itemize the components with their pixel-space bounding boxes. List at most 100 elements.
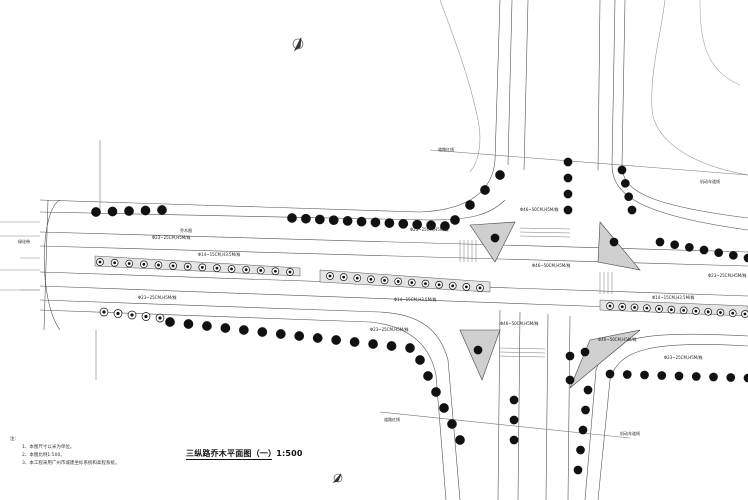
tree-symbol bbox=[576, 445, 585, 455]
tree-symbol bbox=[439, 403, 449, 413]
tree-symbol bbox=[342, 216, 353, 226]
tree-symbol-core bbox=[171, 264, 175, 268]
label-mark-e: 道路红线 bbox=[384, 417, 400, 422]
tree-symbol bbox=[509, 395, 519, 405]
tree-symbol bbox=[563, 173, 573, 183]
tree-symbol bbox=[447, 419, 457, 429]
tree-symbols bbox=[91, 157, 748, 475]
tree-symbol bbox=[412, 219, 423, 230]
tree-symbol-core bbox=[98, 260, 102, 264]
tree-symbol-core bbox=[142, 262, 146, 266]
tree-symbol bbox=[581, 405, 590, 415]
label-tree-c-1: Φ46~50CM,H5M/株 bbox=[520, 207, 559, 212]
notes-header: 注： bbox=[10, 437, 19, 442]
tree-symbol bbox=[356, 216, 367, 227]
tree-symbol-core bbox=[633, 306, 636, 309]
label-mark-a: 乔木图 bbox=[180, 228, 192, 233]
tree-symbol bbox=[490, 233, 500, 243]
tree-symbol bbox=[565, 351, 575, 361]
tree-symbol-core bbox=[478, 286, 482, 290]
tree-symbol-core bbox=[342, 275, 346, 279]
tree-symbol bbox=[684, 242, 694, 252]
tree-symbol bbox=[743, 253, 748, 263]
tree-symbol bbox=[609, 237, 619, 247]
tree-symbol bbox=[709, 372, 718, 382]
tree-symbol-core bbox=[127, 262, 131, 265]
tree-symbol bbox=[605, 369, 615, 379]
tree-symbol-core bbox=[743, 312, 747, 316]
tree-symbol bbox=[473, 345, 483, 355]
tree-symbol bbox=[384, 218, 395, 228]
tree-symbol-core bbox=[273, 269, 277, 273]
tree-symbol bbox=[563, 189, 573, 199]
tree-symbol bbox=[670, 240, 680, 250]
tree-symbol bbox=[563, 157, 573, 167]
tree-symbol-core bbox=[719, 311, 722, 314]
tree-symbol bbox=[140, 205, 151, 216]
tree-symbol bbox=[450, 215, 460, 225]
tree-symbol bbox=[157, 205, 167, 215]
tree-symbol-core bbox=[608, 304, 612, 308]
tree-symbol-core bbox=[158, 316, 162, 320]
tree-symbol bbox=[640, 370, 649, 380]
tree-symbol bbox=[465, 200, 475, 210]
tree-symbol bbox=[583, 385, 593, 395]
tree-symbol bbox=[368, 339, 378, 349]
tree-symbol bbox=[565, 375, 575, 385]
tree-symbol-core bbox=[102, 310, 106, 314]
tree-symbol bbox=[743, 373, 748, 383]
label-mark-d: 绿化带 bbox=[18, 239, 30, 244]
label-tree-b-3: Φ14~15CM,H3.5M/株 bbox=[652, 295, 695, 300]
tree-symbol-core bbox=[731, 311, 735, 315]
tree-symbol-core bbox=[620, 305, 624, 309]
tree-symbol bbox=[426, 220, 436, 231]
tree-symbol bbox=[627, 205, 637, 215]
label-tree-a-2: Φ23~25CM,H5M/株 bbox=[138, 295, 177, 300]
tree-symbol bbox=[183, 319, 194, 329]
label-tree-c-2: Φ46~50CM,H5M/株 bbox=[532, 263, 571, 268]
tree-symbol-core bbox=[144, 314, 148, 319]
tree-symbol bbox=[480, 185, 490, 195]
tree-symbol-core bbox=[451, 284, 455, 288]
tree-symbol bbox=[674, 371, 684, 381]
tree-symbol bbox=[415, 355, 425, 365]
tree-symbol bbox=[728, 250, 738, 260]
tree-symbol bbox=[655, 237, 665, 247]
tree-symbol-core bbox=[682, 308, 686, 312]
tree-symbol bbox=[622, 370, 632, 379]
tree-symbol-core bbox=[437, 283, 441, 287]
tree-symbol bbox=[726, 373, 736, 382]
label-tree-b-1: Φ14~15CM,H3.5M/株 bbox=[198, 252, 241, 257]
tree-symbol bbox=[275, 329, 286, 339]
tree-symbol bbox=[124, 206, 134, 216]
tree-symbol-core bbox=[464, 285, 468, 289]
tree-symbol bbox=[691, 372, 701, 381]
tree-symbol bbox=[331, 335, 342, 345]
tree-symbol-core bbox=[369, 277, 373, 281]
tree-symbol bbox=[370, 217, 381, 228]
tree-symbol bbox=[620, 178, 630, 188]
tree-symbol bbox=[578, 425, 588, 435]
tree-symbol bbox=[238, 325, 249, 335]
tree-symbol bbox=[624, 192, 634, 202]
drawing-title: 三纵路乔木平面图（一）1:500 bbox=[186, 449, 303, 458]
label-mark-f: 机动车道线 bbox=[620, 431, 640, 436]
tree-symbol-core bbox=[230, 267, 233, 271]
tree-symbol bbox=[509, 435, 519, 445]
tree-symbol bbox=[287, 213, 297, 223]
tree-symbol bbox=[495, 170, 505, 180]
tree-symbol bbox=[714, 248, 724, 258]
tree-symbol bbox=[617, 165, 627, 175]
tree-symbol-core bbox=[130, 313, 134, 317]
tree-symbol bbox=[328, 215, 339, 226]
label-mark-c: 机动车道线 bbox=[700, 179, 720, 184]
tree-symbol bbox=[257, 327, 268, 337]
tree-symbol bbox=[301, 213, 311, 224]
label-mark-b: 道路红线 bbox=[438, 147, 454, 152]
label-tree-a-4: Φ23~25CM,H5M/株 bbox=[370, 327, 409, 332]
traffic-islands bbox=[459, 221, 641, 389]
tree-symbol-core bbox=[410, 281, 414, 284]
tree-symbol bbox=[220, 323, 231, 333]
tree-symbol-core bbox=[706, 310, 710, 314]
